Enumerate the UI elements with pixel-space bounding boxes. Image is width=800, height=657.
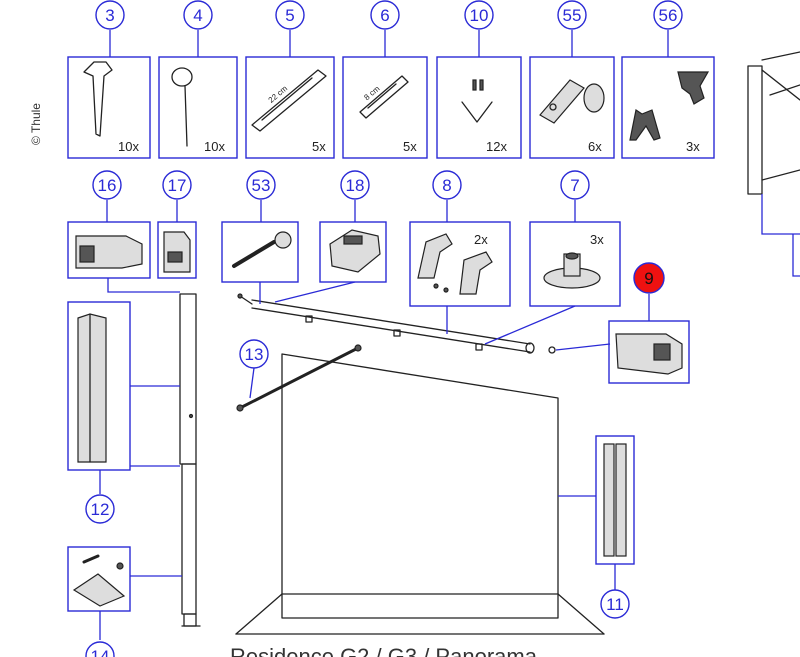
part-13[interactable]: 13	[236, 339, 362, 412]
part-5[interactable]: 5 5x 22 cm	[245, 0, 335, 159]
part-5-number: 5	[285, 6, 294, 25]
part-12-number: 12	[91, 500, 110, 519]
part-4-number: 4	[193, 6, 202, 25]
side-pole	[179, 293, 201, 627]
part-53[interactable]: 53	[221, 170, 299, 283]
leader-16-17	[107, 278, 180, 293]
part-56[interactable]: 56 3x	[621, 0, 715, 159]
part-53-number: 53	[252, 176, 271, 195]
awning-panel	[235, 353, 605, 635]
part-56-number: 56	[659, 6, 678, 25]
part-13-number: 13	[245, 345, 264, 364]
part-4-qty: 10x	[204, 139, 225, 154]
part-18[interactable]: 18	[319, 170, 387, 283]
part-14[interactable]: 14	[67, 546, 182, 657]
part-6-qty: 5x	[403, 139, 417, 154]
part-7-qty: 3x	[590, 232, 604, 247]
top-rail	[237, 281, 611, 354]
part-9[interactable]: 9	[608, 262, 690, 384]
part-17-number: 17	[168, 176, 187, 195]
part-5-qty: 5x	[312, 139, 326, 154]
part-14-number: 14	[91, 647, 110, 657]
part-55[interactable]: 55 6x	[529, 0, 615, 159]
part-7[interactable]: 7 3x	[529, 170, 621, 307]
part-6[interactable]: 6 5x 8 cm	[342, 0, 428, 159]
partial-side-view	[747, 51, 800, 277]
part-18-number: 18	[346, 176, 365, 195]
part-8-qty: 2x	[474, 232, 488, 247]
part-11[interactable]: 11	[558, 435, 635, 619]
part-3-number: 3	[105, 6, 114, 25]
part-8[interactable]: 8 2x	[409, 170, 511, 307]
copyright-text: © Thule	[29, 103, 43, 145]
diagram-title: Residence G2 / G3 / Panorama	[230, 644, 538, 657]
part-16[interactable]: 16	[67, 170, 151, 279]
part-7-number: 7	[570, 176, 579, 195]
part-16-number: 16	[98, 176, 117, 195]
part-10-number: 10	[470, 6, 489, 25]
part-9-number: 9	[644, 269, 653, 288]
part-8-number: 8	[442, 176, 451, 195]
part-55-number: 55	[563, 6, 582, 25]
part-11-number: 11	[606, 595, 624, 614]
part-10[interactable]: 10 12x	[436, 0, 522, 159]
part-4[interactable]: 4 10x	[158, 0, 238, 159]
part-10-qty: 12x	[486, 139, 507, 154]
part-17[interactable]: 17	[157, 170, 197, 279]
part-6-number: 6	[380, 6, 389, 25]
part-3[interactable]: 3 10x	[67, 0, 151, 159]
part-56-qty: 3x	[686, 139, 700, 154]
part-3-qty: 10x	[118, 139, 139, 154]
part-55-qty: 6x	[588, 139, 602, 154]
part-12[interactable]: 12	[67, 301, 180, 524]
